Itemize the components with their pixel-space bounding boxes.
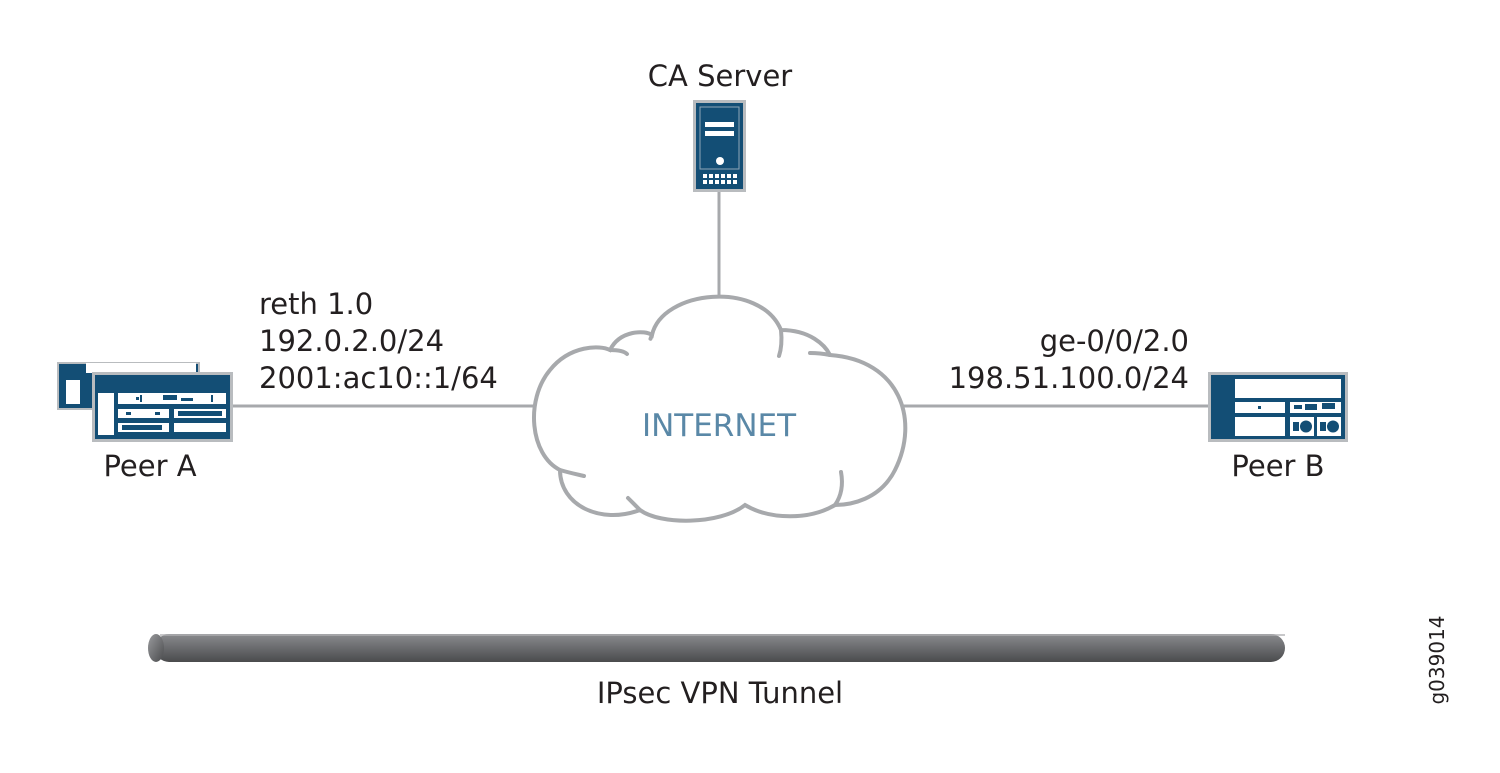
firewall-cluster-icon <box>57 362 233 442</box>
peer-b-ipv4: 198.51.100.0/24 <box>949 361 1189 395</box>
cloud-icon <box>532 294 908 523</box>
tunnel-pipe-icon <box>148 634 1285 662</box>
peer-a-interface: reth 1.0 <box>259 287 373 321</box>
internet-label: INTERNET <box>642 408 797 444</box>
server-icon <box>693 100 746 192</box>
peer-a-label: Peer A <box>103 449 196 483</box>
peer-b-label: Peer B <box>1231 449 1324 483</box>
peer-b-interface: ge-0/0/2.0 <box>1040 324 1189 358</box>
figure-id: g039014 <box>1425 615 1449 704</box>
peer-a-ipv4: 192.0.2.0/24 <box>259 324 444 358</box>
ca-server-label: CA Server <box>648 59 792 93</box>
firewall-icon <box>1208 372 1348 442</box>
peer-a-ipv6: 2001:ac10::1/64 <box>259 361 498 395</box>
tunnel-label: IPsec VPN Tunnel <box>597 676 843 710</box>
